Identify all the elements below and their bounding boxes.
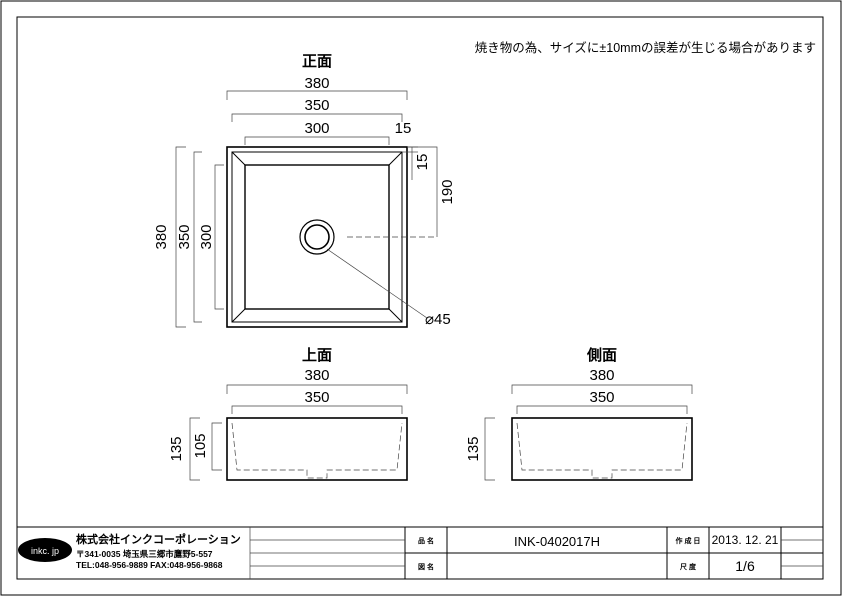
front-dim-300: 300 <box>304 120 329 137</box>
top-dim-380-line <box>226 384 408 394</box>
side-dim-350-line <box>516 405 688 414</box>
bevel-br <box>388 308 403 323</box>
company-name: 株式会社インクコーポレーション <box>76 532 241 546</box>
top-dim-350: 350 <box>304 389 329 406</box>
tolerance-note: 焼き物の為、サイズに±10mmの誤差が生じる場合があります <box>475 40 816 55</box>
front-dim-h380-line <box>175 146 186 328</box>
side-view-title: 側面 <box>586 346 617 364</box>
scale-label: 尺 度 <box>679 562 697 571</box>
top-dim-380: 380 <box>304 367 329 384</box>
top-view-hidden-bowl <box>231 422 403 479</box>
logo-text: inkc. jp <box>31 546 59 556</box>
front-dim-15-right: 15 <box>414 154 431 171</box>
front-dim-350: 350 <box>304 97 329 114</box>
front-dim-190: 190 <box>439 179 456 204</box>
drawing-name-label: 図 名 <box>418 562 434 571</box>
created-date-label: 作 成 日 <box>676 536 701 545</box>
inner-border <box>16 16 824 580</box>
front-dim-h350: 350 <box>176 224 193 249</box>
front-dim-drain: ⌀45 <box>425 311 451 328</box>
bevel-tl <box>231 151 246 166</box>
side-view: 側面 380 350 135 <box>465 346 693 481</box>
company-address: 〒341-0035 埼玉県三郷市鷹野5-557 <box>76 549 213 559</box>
drain-leader <box>326 248 428 319</box>
side-dim-135-line <box>484 417 495 481</box>
bevel-bl <box>231 308 246 323</box>
top-dim-105: 105 <box>192 433 209 458</box>
front-dim-15-top: 15 <box>395 120 412 137</box>
product-name: INK-0402017H <box>514 534 600 549</box>
top-view: 上面 380 350 135 105 <box>168 347 408 481</box>
created-date: 2013. 12. 21 <box>712 533 779 547</box>
top-dim-135: 135 <box>168 436 185 461</box>
top-dim-350-line <box>231 405 403 414</box>
side-dim-350: 350 <box>589 389 614 406</box>
product-name-label: 品 名 <box>418 536 434 545</box>
front-dim-h300-line <box>214 164 224 310</box>
front-view: 正面 380 350 300 15 ⌀45 15 190 380 3 <box>153 53 456 328</box>
drain-outer <box>299 219 335 255</box>
front-dim-190-line <box>407 146 438 237</box>
top-dim-135-line <box>189 417 200 481</box>
top-dim-105-line <box>211 422 222 471</box>
front-dim-h380: 380 <box>153 224 170 249</box>
top-view-body <box>226 417 408 481</box>
scale-value: 1/6 <box>735 558 755 574</box>
company-contact: TEL:048-956-9889 FAX:048-956-9868 <box>76 560 223 570</box>
side-dim-135: 135 <box>465 436 482 461</box>
front-dim-380-line <box>226 90 408 100</box>
front-dim-h350-line <box>193 151 202 323</box>
side-view-body <box>511 417 693 481</box>
top-view-title: 上面 <box>302 347 332 364</box>
side-dim-380: 380 <box>589 367 614 384</box>
bevel-tr <box>388 151 403 166</box>
title-block: inkc. jp 株式会社インクコーポレーション 〒341-0035 埼玉県三郷… <box>17 526 823 579</box>
front-dim-380: 380 <box>304 75 329 92</box>
drain-inner <box>304 224 330 250</box>
side-view-hidden-bowl <box>516 422 688 479</box>
front-dim-h300: 300 <box>198 224 215 249</box>
company-logo <box>18 538 72 562</box>
front-dim-350-line <box>231 113 403 122</box>
side-dim-380-line <box>511 384 693 394</box>
front-view-title: 正面 <box>302 53 332 70</box>
front-dim-300-line <box>244 136 390 145</box>
